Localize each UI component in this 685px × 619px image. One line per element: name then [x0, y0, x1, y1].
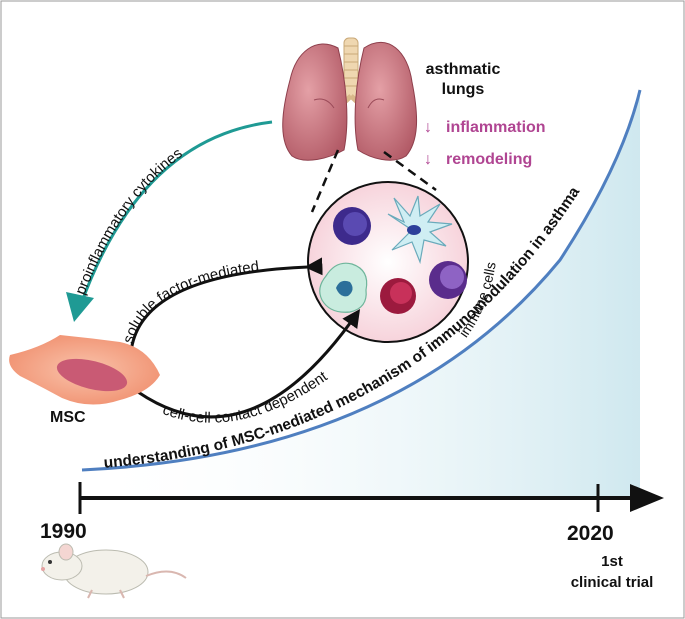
inflammation-label: inflammation	[446, 119, 546, 136]
inflammation-arrow-icon: ↓	[424, 119, 432, 136]
dendritic-cell-icon	[387, 195, 453, 265]
clinical-trial-note-line1: 1st	[601, 553, 623, 570]
msc-label: MSC	[50, 409, 86, 426]
lymphocyte-purple-icon	[429, 261, 467, 299]
timeline-start-year: 1990	[40, 520, 87, 543]
lungs-label-line2: lungs	[442, 81, 485, 98]
lymphocyte-blue-icon	[333, 207, 371, 245]
cell-contact-arrow	[121, 309, 361, 419]
zoom-line-left	[310, 149, 340, 213]
right-lung-icon	[354, 42, 418, 161]
mouse-illustration	[41, 543, 187, 599]
lungs-label-line1: asthmatic	[426, 61, 501, 78]
remodeling-label: remodeling	[446, 151, 532, 168]
macrophage-icon	[319, 262, 368, 313]
understanding-curve	[81, 89, 642, 472]
timeline-end-year: 2020	[567, 522, 614, 545]
msc-cell-icon	[9, 335, 160, 405]
left-lung-icon	[282, 43, 348, 161]
remodeling-arrow-icon: ↓	[424, 151, 432, 168]
cytokine-arrow	[78, 120, 273, 308]
zoom-line-right	[383, 150, 437, 192]
clinical-trial-note-line2: clinical trial	[571, 574, 654, 591]
timeline-arrowhead	[630, 484, 664, 512]
curve-shaded-area	[82, 90, 640, 500]
lungs-illustration	[282, 37, 418, 161]
cytokine-label: proinflammatory cytokines	[72, 145, 186, 297]
cytokine-arrowhead	[66, 292, 94, 322]
soluble-factor-arrow	[124, 257, 323, 384]
soluble-factor-label: soluble factor-mediated	[120, 258, 260, 345]
lymphocyte-red-icon	[380, 278, 416, 314]
